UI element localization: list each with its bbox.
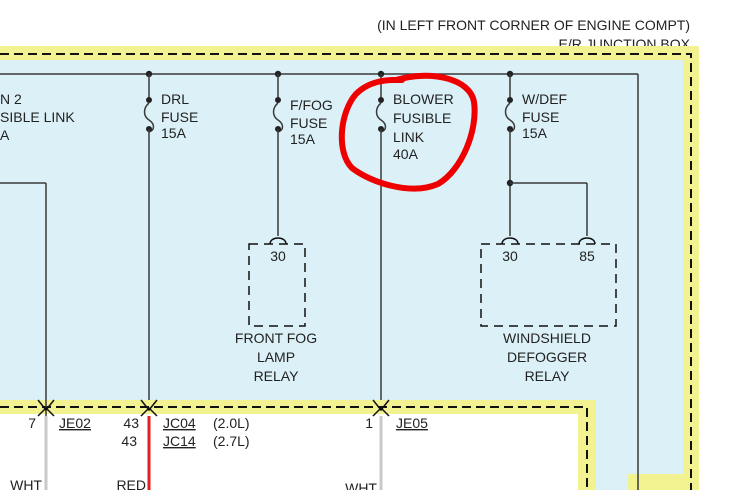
defogger-relay-line1: WINDSHIELD [503,330,591,346]
connector-symbol-je05 [372,399,390,417]
je02-pin: 7 [28,415,36,431]
wdef-fuse-line2: FUSE [522,109,559,125]
left-fuse-line1: N 2 [0,91,22,107]
front-fog-relay [248,237,306,327]
blower-line1: BLOWER [393,91,454,107]
fog-relay-line2: LAMP [257,349,295,365]
jc14-label: JC14 [163,433,196,449]
fog-relay-pin: 30 [270,248,286,264]
wire-color-red: RED [116,477,146,490]
wdef-fuse-line3: 15A [522,125,548,141]
left-fuse-line2: SIBLE LINK [0,109,75,125]
connector-symbol-jc04 [140,399,158,417]
jc14-pin: 43 [121,433,137,449]
defogger-relay-pin-30: 30 [502,248,518,264]
blower-line2: FUSIBLE [393,110,451,126]
je05-pin: 1 [365,415,373,431]
defogger-relay-line3: RELAY [525,368,571,384]
wire-color-right: WHT [345,480,377,490]
wire-color-left: WHT [10,477,42,490]
drl-fuse [143,70,155,400]
fog-relay-line1: FRONT FOG [235,330,317,346]
ffog-fuse [272,70,284,236]
ffog-fuse-line2: FUSE [290,115,327,131]
right-margin [699,46,747,490]
wdef-fuse-line1: W/DEF [522,91,567,107]
defogger-relay-pin-85: 85 [579,248,595,264]
jc04-pin: 43 [123,415,139,431]
outside-area [0,414,578,490]
defogger-relay-line2: DEFOGGER [507,349,587,365]
drl-fuse-line1: DRL [161,91,189,107]
drl-fuse-line2: FUSE [161,109,198,125]
left-fuse-line3: A [0,127,10,143]
wdef-fuse [504,70,588,236]
ffog-fuse-line3: 15A [290,131,316,147]
windshield-defogger-relay [480,237,617,327]
jc04-variant: (2.0L) [213,415,250,431]
connector-symbol-je02 [37,399,55,417]
blower-line4: 40A [393,146,419,162]
junction-box-highlight [0,46,699,490]
junction-box-border [0,53,692,490]
location-note: (IN LEFT FRONT CORNER OF ENGINE COMPT) [377,17,690,33]
drl-fuse-line3: 15A [161,125,187,141]
blower-line3: LINK [393,129,425,145]
annotation-circle [338,72,478,192]
jc14-variant: (2.7L) [213,433,250,449]
je05-label: JE05 [396,415,428,431]
junction-box-body [0,60,683,490]
fog-relay-line3: RELAY [254,368,300,384]
jc04-label: JC04 [163,415,196,431]
ffog-fuse-line1: F/FOG [290,97,333,113]
je02-label: JE02 [59,415,91,431]
